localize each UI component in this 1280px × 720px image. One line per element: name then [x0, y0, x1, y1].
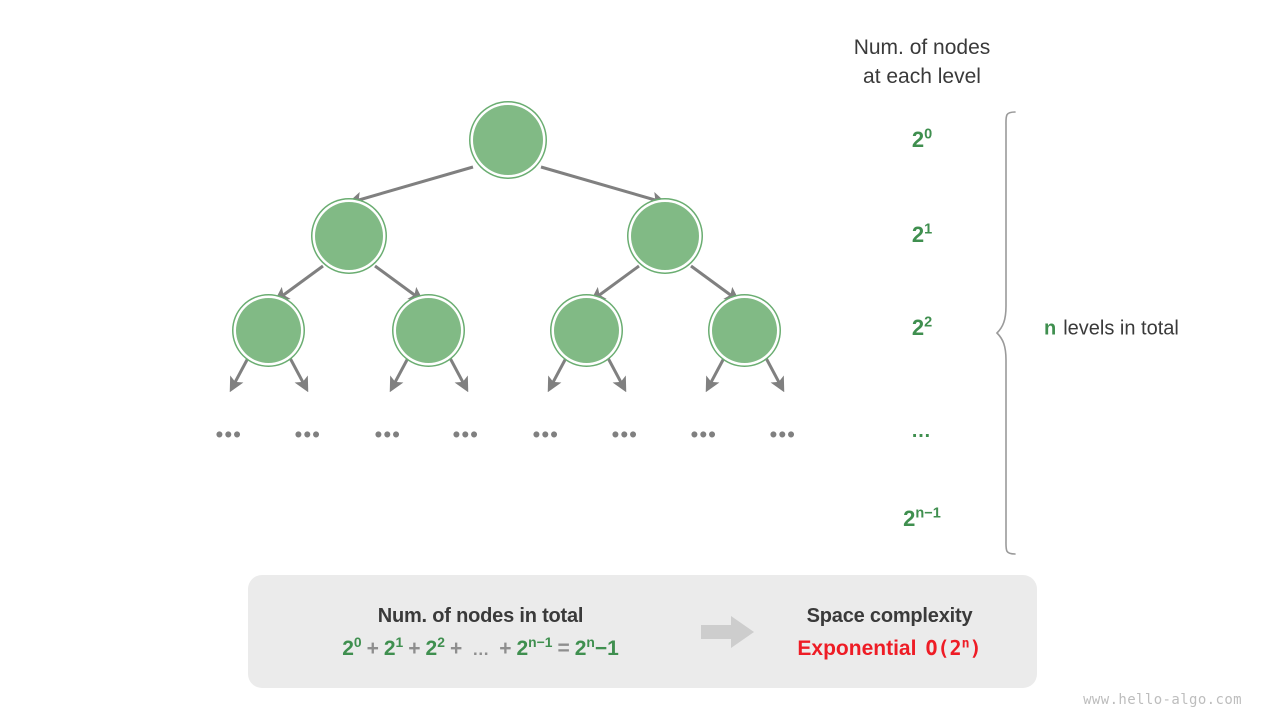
level-count-last-base: 2	[903, 506, 916, 531]
level-column-header-line2: at each level	[863, 65, 981, 88]
level-count-2: 22	[847, 314, 997, 340]
level-count-last: 2n−1	[847, 505, 997, 531]
level-count-0-exponent: 0	[924, 126, 933, 143]
space-complexity-title: Space complexity	[806, 604, 973, 627]
level-count-0-base: 2	[911, 127, 925, 152]
formula-op-plus-2: +	[408, 636, 421, 660]
formula-term-0-base: 2	[342, 636, 354, 660]
summary-box: Num. of nodes in total 20+21+22+…+2n−1=2…	[248, 575, 1037, 688]
complexity-label: Exponential	[797, 636, 917, 660]
tree-ellipsis-7: •••	[690, 423, 718, 447]
total-nodes-panel: Num. of nodes in total 20+21+22+…+2n−1=2…	[271, 605, 691, 659]
complexity-big-o: O(2n)	[925, 636, 981, 660]
tree-ellipsis-1: •••	[215, 423, 243, 447]
level-count-1-exponent: 1	[924, 221, 933, 238]
formula-term-1: 21	[383, 633, 404, 660]
formula-op-plus-3: +	[449, 636, 463, 660]
levels-brace-icon	[995, 111, 1016, 555]
formula-op-equals: =	[557, 636, 570, 660]
tree-ellipsis-5: •••	[532, 423, 560, 447]
complexity-big-o-base: O(2	[925, 635, 962, 660]
space-complexity-value: Exponential O(2n)	[765, 636, 1015, 660]
level-count-ellipsis: …	[847, 421, 997, 441]
formula-term-last-exp: n−1	[528, 633, 553, 650]
space-complexity-panel: Space complexity Exponential O(2n)	[765, 605, 1015, 659]
levels-in-total-note: n levels in total	[1044, 318, 1179, 341]
tree-ellipsis-2: •••	[294, 423, 322, 447]
tree-ellipsis-3: •••	[374, 423, 402, 447]
formula-term-2-base: 2	[425, 636, 438, 660]
complexity-big-o-close: )	[969, 635, 982, 660]
formula-result-suffix: −1	[594, 636, 619, 660]
formula-term-2-exp: 2	[437, 633, 445, 650]
formula-term-1-base: 2	[383, 636, 396, 660]
level-count-2-exponent: 2	[924, 314, 933, 331]
complexity-big-o-exp: n	[961, 635, 970, 651]
formula-result-base: 2	[574, 636, 587, 660]
formula-op-plus-1: +	[366, 636, 379, 660]
level-column-header: Num. of nodes at each level	[812, 33, 1032, 91]
levels-total-text: levels in total	[1063, 317, 1179, 340]
tree-ellipsis-6: •••	[611, 423, 639, 447]
tree-ellipsis-4: •••	[452, 423, 480, 447]
formula-result: 2n−1	[574, 633, 619, 660]
formula-term-last-base: 2	[516, 636, 529, 660]
watermark: www.hello-algo.com	[1083, 692, 1242, 708]
formula-op-plus-4: +	[499, 636, 512, 660]
tree-node-level3-2[interactable]	[396, 298, 461, 363]
tree-ellipsis-8: •••	[769, 423, 797, 447]
tree-node-level3-4[interactable]	[712, 298, 777, 363]
tree-node-root[interactable]	[473, 105, 543, 175]
summary-box-inner: Num. of nodes in total 20+21+22+…+2n−1=2…	[248, 575, 1037, 688]
level-count-0: 20	[847, 126, 997, 152]
level-count-1: 21	[847, 221, 997, 247]
right-arrow-icon	[700, 615, 754, 648]
formula-term-0: 20	[342, 633, 362, 660]
formula-op-ellipsis: …	[472, 639, 490, 659]
level-column-header-line1: Num. of nodes	[853, 36, 991, 59]
tree-node-level3-1[interactable]	[236, 298, 301, 363]
level-count-1-base: 2	[911, 222, 925, 247]
level-count-last-exponent: n−1	[915, 505, 941, 522]
formula-term-0-exp: 0	[353, 633, 362, 650]
level-count-ellipsis-label: …	[911, 420, 933, 442]
tree-node-level3-3[interactable]	[554, 298, 619, 363]
formula-term-last: 2n−1	[516, 633, 553, 660]
level-count-2-base: 2	[911, 315, 925, 340]
total-nodes-formula: 20+21+22+…+2n−1=2n−1	[271, 633, 691, 660]
formula-term-2: 22	[425, 633, 445, 660]
tree-node-level2-right[interactable]	[631, 202, 699, 270]
total-nodes-title: Num. of nodes in total	[377, 604, 584, 627]
levels-total-symbol: n	[1044, 317, 1057, 340]
formula-result-exp: n	[586, 633, 595, 650]
formula-term-1-exp: 1	[395, 633, 404, 650]
tree-node-level2-left[interactable]	[315, 202, 383, 270]
